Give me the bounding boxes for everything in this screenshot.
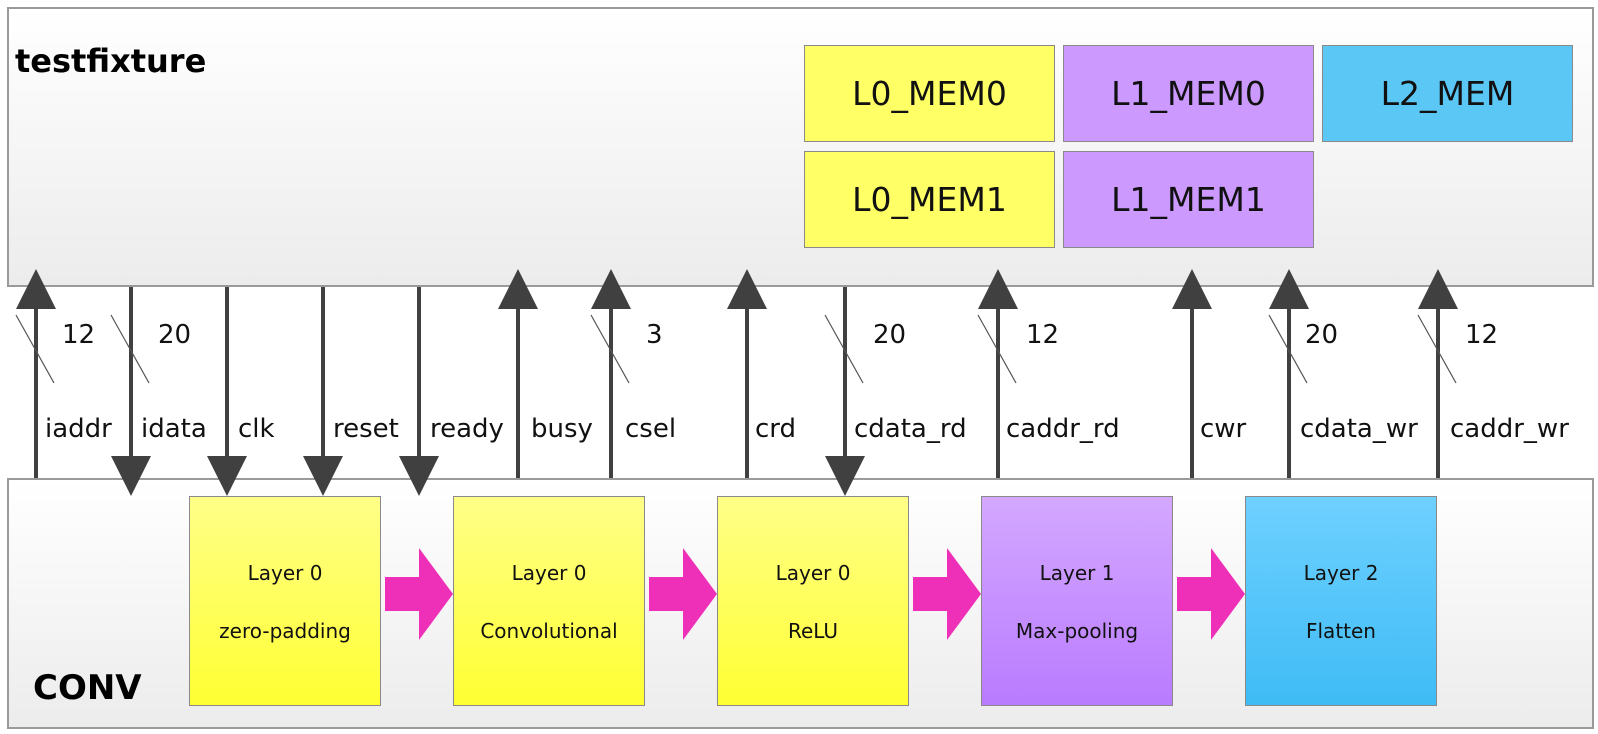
signal-label-crd: crd [755, 414, 797, 444]
layer-index: Layer 1 [1039, 561, 1115, 585]
memory-l1-mem0: L1_MEM0 [1063, 45, 1314, 142]
memory-l1-mem1: L1_MEM1 [1063, 151, 1314, 248]
layer-index: Layer 2 [1303, 561, 1379, 585]
layer-name: zero-padding [219, 619, 351, 643]
flow-arrow-1 [385, 548, 453, 640]
flow-arrow-4 [1177, 548, 1245, 640]
signal-label-reset: reset [333, 414, 399, 444]
signal-label-busy: busy [531, 414, 593, 444]
memory-l0-mem1: L0_MEM1 [804, 151, 1055, 248]
bus-width-caddr-wr: 12 [1465, 320, 1499, 350]
signal-label-caddr-wr: caddr_wr [1450, 414, 1569, 444]
bus-width-csel: 3 [646, 320, 663, 350]
layer-index: Layer 0 [247, 561, 323, 585]
bus-width-cdata-wr: 20 [1305, 320, 1339, 350]
signal-label-csel: csel [625, 414, 677, 444]
bus-width-caddr-rd: 12 [1026, 320, 1060, 350]
memory-l0-mem0: L0_MEM0 [804, 45, 1055, 142]
testfixture-title: testfixture [15, 42, 207, 80]
layer-relu: Layer 0 ReLU [717, 496, 909, 706]
layer-name: Convolutional [480, 619, 618, 643]
bus-slash-cdata-rd [824, 314, 864, 384]
bus-slash-iaddr [15, 314, 55, 384]
layer-name: Flatten [1306, 619, 1376, 643]
bus-width-cdata-rd: 20 [873, 320, 907, 350]
bus-slash-idata [110, 314, 150, 384]
layer-name: ReLU [787, 619, 839, 643]
signal-label-idata: idata [141, 414, 207, 444]
signal-label-cdata-wr: cdata_wr [1300, 414, 1418, 444]
memory-l2-mem: L2_MEM [1322, 45, 1573, 142]
layer-flatten: Layer 2 Flatten [1245, 496, 1437, 706]
signal-label-cdata-rd: cdata_rd [854, 414, 967, 444]
bus-width-iaddr: 12 [62, 320, 96, 350]
signal-label-iaddr: iaddr [45, 414, 112, 444]
layer-index: Layer 0 [511, 561, 587, 585]
layer-index: Layer 0 [775, 561, 851, 585]
signal-label-ready: ready [430, 414, 504, 444]
layer-convolutional: Layer 0 Convolutional [453, 496, 645, 706]
layer-zero-padding: Layer 0 zero-padding [189, 496, 381, 706]
signal-label-caddr-rd: caddr_rd [1006, 414, 1120, 444]
flow-arrow-2 [649, 548, 717, 640]
bus-slash-caddr-rd [977, 314, 1017, 384]
signal-label-clk: clk [238, 414, 275, 444]
flow-arrow-3 [913, 548, 981, 640]
bus-slash-caddr-wr [1417, 314, 1457, 384]
layer-name: Max-pooling [1015, 619, 1139, 643]
bus-slash-csel [590, 314, 630, 384]
bus-slash-cdata-wr [1268, 314, 1308, 384]
signal-label-cwr: cwr [1200, 414, 1247, 444]
conv-title: CONV [33, 668, 142, 708]
bus-width-idata: 20 [158, 320, 192, 350]
layer-max-pooling: Layer 1 Max-pooling [981, 496, 1173, 706]
